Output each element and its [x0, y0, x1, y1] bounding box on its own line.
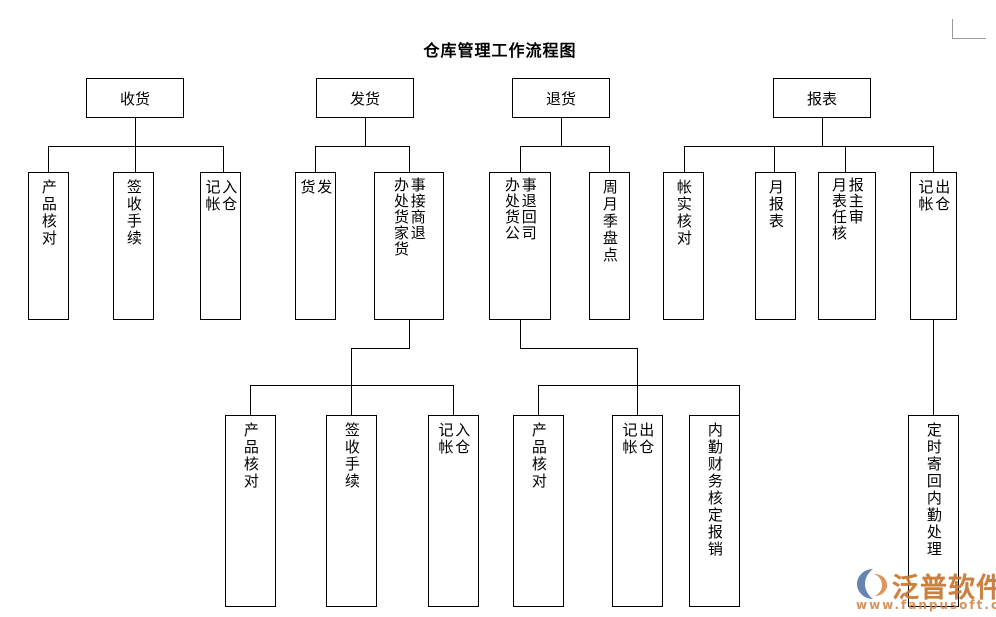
- node-label-columns: 事退回司 办处货公: [503, 177, 538, 319]
- node-receiving-root[interactable]: 收货: [86, 78, 184, 118]
- node-receiving-child-1[interactable]: 产品核对: [28, 172, 69, 320]
- connector-shipping-sub-stem: [409, 320, 410, 348]
- node-label: 入仓 记帐: [436, 422, 472, 456]
- connector-shipping-drop-1: [315, 146, 316, 172]
- node-label: 签收手续: [124, 179, 143, 247]
- watermark-brand: 泛普软件: [892, 573, 996, 604]
- node-reports-child-3[interactable]: 报主审 月表任核: [818, 172, 876, 320]
- connector-reports-drop-1: [684, 146, 685, 172]
- node-label: 签收手续: [342, 422, 361, 490]
- connector-returns-drop-2: [609, 146, 610, 172]
- connector-returns-bus: [520, 146, 609, 147]
- node-shipping-root[interactable]: 发货: [316, 78, 414, 118]
- connector-returns-sub-riser: [637, 348, 638, 385]
- connector-shipping-stem: [365, 118, 366, 146]
- connector-shipping-bus: [315, 146, 410, 147]
- connector-reports-drop-3: [845, 146, 846, 172]
- node-label: 帐实核对: [674, 179, 693, 247]
- node-label: 产品核对: [241, 422, 260, 490]
- connector-returns-drop-1: [520, 146, 521, 172]
- fanpu-swirl-logo-icon: [857, 569, 887, 599]
- node-shipping-sub-2[interactable]: 签收手续: [326, 415, 377, 607]
- node-reports-child-2[interactable]: 月报表: [755, 172, 796, 320]
- node-label: 发货: [349, 89, 380, 108]
- node-label-col-right: 事接商退: [408, 177, 427, 241]
- node-shipping-child-2[interactable]: 事接商退 办处货家货: [374, 172, 444, 320]
- connector-receiving-drop-2: [135, 146, 136, 172]
- node-shipping-sub-1[interactable]: 产品核对: [225, 415, 276, 607]
- node-reports-child-4[interactable]: 出仓 记帐: [910, 172, 957, 320]
- connector-shipping-sub-drop-1: [250, 385, 251, 415]
- node-label: 产品核对: [529, 422, 548, 490]
- node-label-col-right: 报主审: [846, 177, 865, 225]
- node-shipping-child-1[interactable]: 发 货: [295, 172, 336, 320]
- connector-shipping-sub-drop-2: [351, 385, 352, 415]
- connector-receiving-drop-3: [223, 146, 224, 172]
- connector-shipping-drop-2: [409, 146, 410, 172]
- connector-reports-sub-stem: [933, 320, 934, 415]
- node-label: 收货: [119, 89, 150, 108]
- connector-returns-sub-drop-3: [739, 385, 740, 415]
- connector-receiving-drop-1: [48, 146, 49, 172]
- node-label: 月报表: [766, 179, 785, 230]
- node-label: 入仓 记帐: [203, 179, 239, 213]
- node-label-columns: 报主审 月表任核: [830, 177, 865, 319]
- node-label-col-left: 办处货家货: [392, 177, 410, 257]
- node-reports-root[interactable]: 报表: [773, 78, 871, 118]
- node-returns-root[interactable]: 退货: [512, 78, 610, 118]
- connector-receiving-stem: [135, 118, 136, 146]
- node-label-col-left: 办处货公: [503, 177, 521, 241]
- connector-reports-drop-2: [774, 146, 775, 172]
- connector-returns-sub-drop-1: [538, 385, 539, 415]
- connector-returns-sub-jog: [520, 348, 637, 349]
- node-label-columns: 事接商退 办处货家货: [392, 177, 427, 319]
- connector-returns-sub-stem: [520, 320, 521, 348]
- connector-shipping-sub-drop-3: [453, 385, 454, 415]
- node-label: 退货: [545, 89, 576, 108]
- connector-reports-drop-4: [933, 146, 934, 172]
- node-label: 报表: [806, 89, 837, 108]
- watermark: 泛普软件 www.fanpusoft.com: [856, 566, 996, 612]
- node-returns-child-2[interactable]: 周月季盘点: [589, 172, 630, 320]
- node-returns-sub-2[interactable]: 出仓 记帐: [612, 415, 663, 607]
- connector-reports-stem: [822, 118, 823, 146]
- connector-returns-stem: [561, 118, 562, 146]
- connector-reports-bus: [684, 146, 933, 147]
- node-label: 定时寄回内勤处理: [924, 422, 943, 558]
- node-label: 出仓 记帐: [620, 422, 656, 456]
- node-shipping-sub-3[interactable]: 入仓 记帐: [428, 415, 479, 607]
- node-label: 内勤财务核定报销: [705, 422, 724, 558]
- watermark-url: www.fanpusoft.com: [856, 598, 996, 612]
- node-returns-child-1[interactable]: 事退回司 办处货公: [489, 172, 551, 320]
- node-label: 出仓 记帐: [916, 179, 952, 213]
- node-label-col-right: 事退回司: [519, 177, 538, 241]
- node-label: 发 货: [298, 179, 334, 196]
- node-label: 周月季盘点: [600, 179, 619, 264]
- connector-shipping-sub-jog: [351, 348, 410, 349]
- node-reports-sub-1[interactable]: 定时寄回内勤处理: [908, 415, 959, 607]
- connector-returns-sub-bus: [538, 385, 739, 386]
- node-returns-sub-1[interactable]: 产品核对: [513, 415, 564, 607]
- page-title: 仓库管理工作流程图: [423, 41, 577, 60]
- node-reports-child-1[interactable]: 帐实核对: [663, 172, 704, 320]
- node-returns-sub-3[interactable]: 内勤财务核定报销: [689, 415, 740, 607]
- page-corner-mark-icon: [952, 19, 986, 39]
- node-receiving-child-3[interactable]: 入仓 记帐: [200, 172, 241, 320]
- node-label-col-left: 月表任核: [830, 177, 848, 241]
- connector-shipping-sub-riser: [351, 348, 352, 385]
- node-label: 产品核对: [39, 179, 58, 247]
- node-receiving-child-2[interactable]: 签收手续: [113, 172, 154, 320]
- connector-returns-sub-drop-2: [637, 385, 638, 415]
